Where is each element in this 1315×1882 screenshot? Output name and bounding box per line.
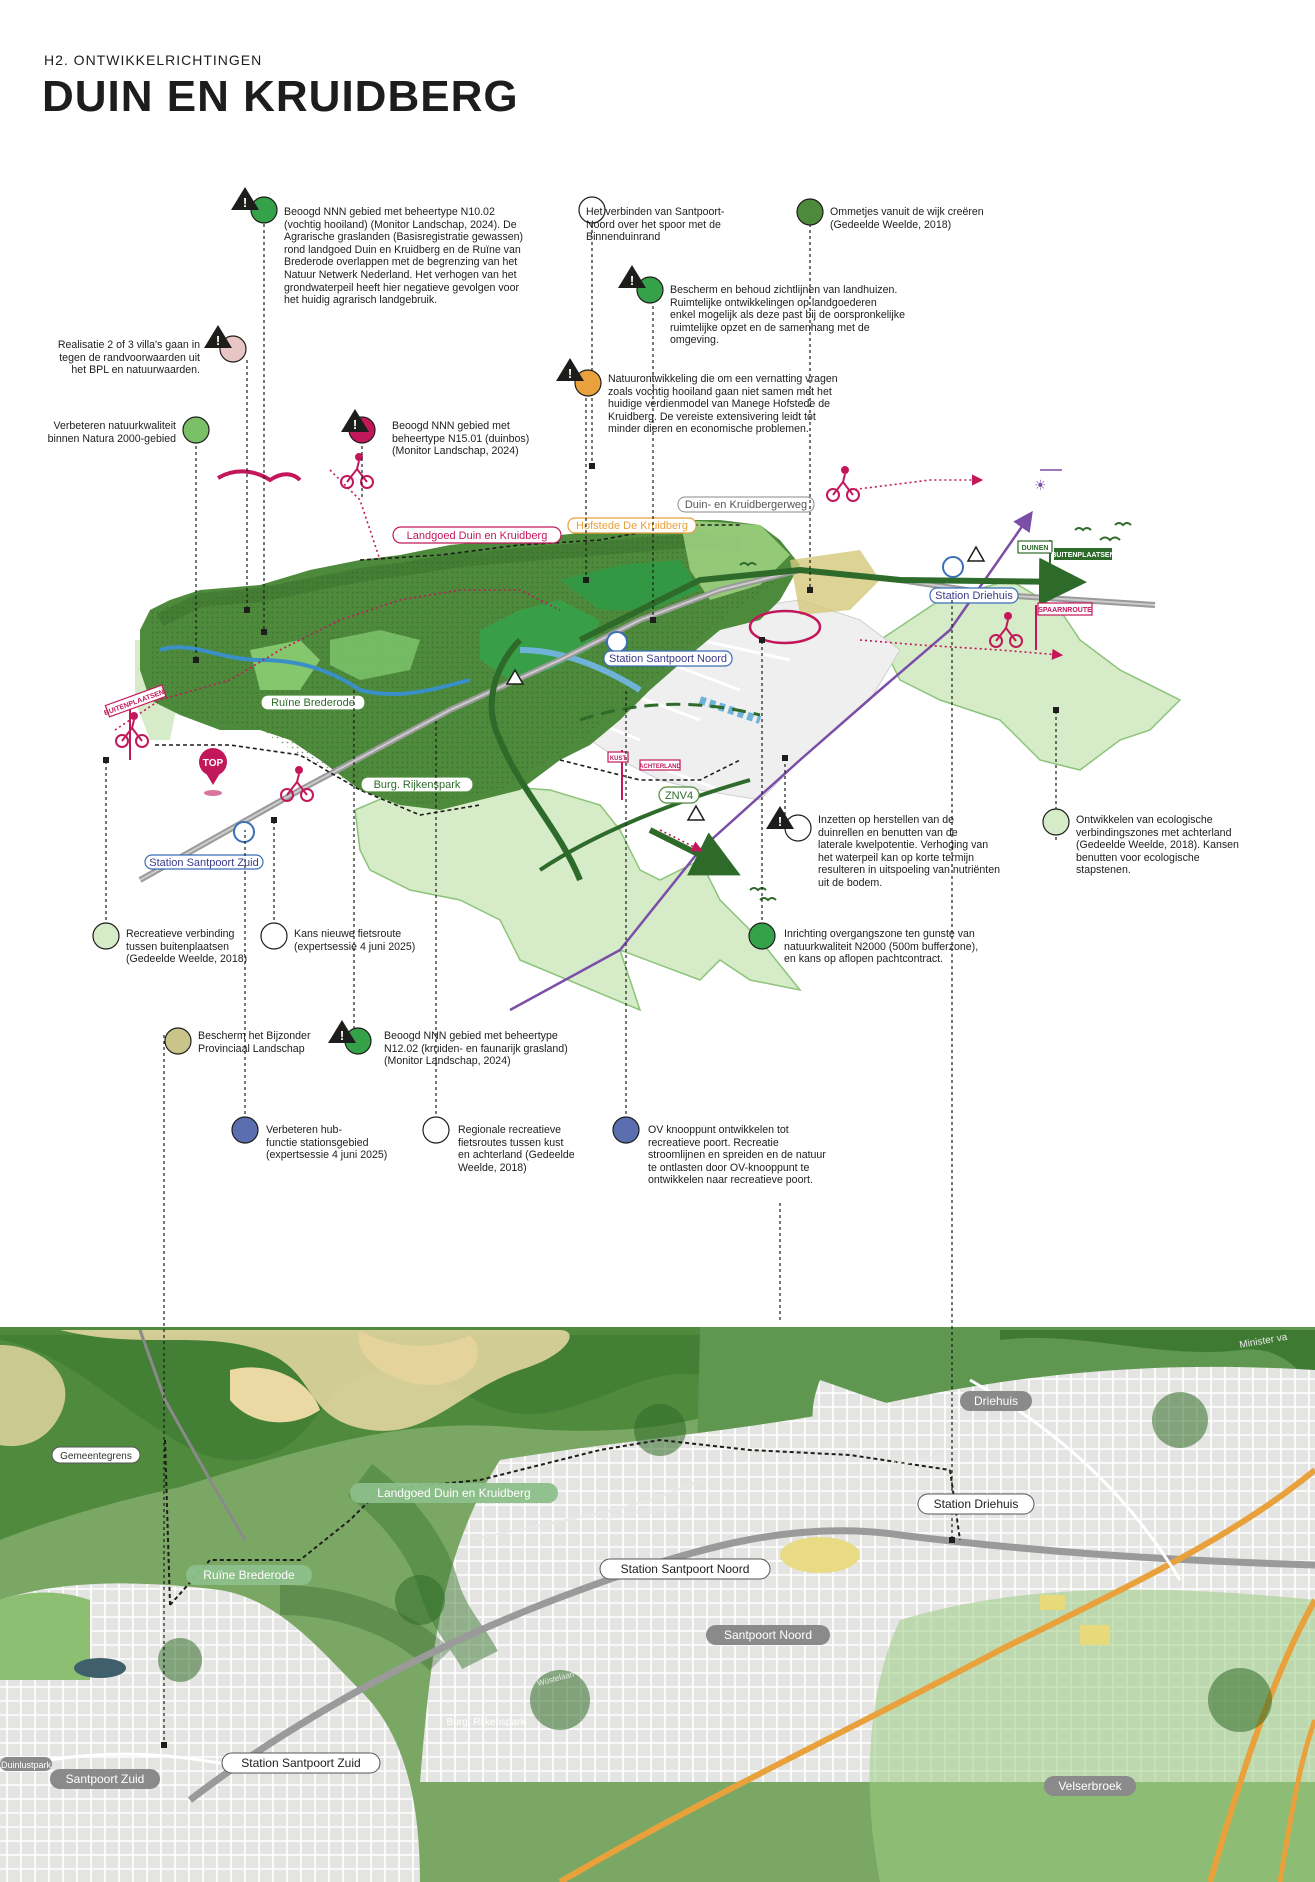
label-duin-road: Duin- en Kruidbergerweg [685,499,807,511]
dune-wave-icon [216,469,302,483]
label-station-sz: Station Santpoort Zuid [149,857,258,869]
warning-triangle-icon [328,1020,356,1043]
buffer-icon [748,922,776,950]
viewline-icon [636,276,664,304]
map-label-station-sz: Station Santpoort Zuid [241,1756,360,1770]
warning-triangle-icon [618,265,646,288]
leader-dots [103,463,1059,1748]
note-regionale: Regionale recreatieve fietsroutes tussen… [458,1124,575,1174]
note-fietsroute: Kans nieuwe fietsroute (expertsessie 4 j… [294,928,416,953]
section-label: H2. ONTWIKKELRICHTINGEN [44,52,263,68]
warning-triangle-icon [966,545,986,562]
label-landgoed: Landgoed Duin en Kruidberg [407,530,548,542]
warning-triangle-icon [766,806,794,829]
map-label-ruine: Ruïne Brederode [203,1568,295,1582]
note-overgangszone: Inrichting overgangszone ten gunste van … [784,928,979,966]
natura-icon [182,416,210,444]
note-bijzonder: Bescherm het Bijzonder Provinciaal Lands… [198,1030,311,1055]
note-ov: OV knooppunt ontwikkelen tot recreatieve… [648,1124,826,1187]
warning-triangle-icon [556,358,584,381]
leader-lines [105,224,1057,1745]
map-label-duinlustpark: Duinlustpark [1,1760,52,1770]
svg-text:!: ! [568,366,572,381]
station-icon [942,556,964,578]
map-label-velserbroek: Velserbroek [1058,1779,1122,1793]
note-icons: !!!!!!! [92,187,1070,1144]
note-hub: Verbeteren hub- functie stationsgebied (… [266,1124,388,1162]
station-icon [233,821,255,843]
walk-icon [796,198,824,226]
map-label-station-driehuis: Station Driehuis [934,1497,1019,1511]
label-station-driehuis: Station Driehuis [935,590,1013,602]
horse-icon [574,369,602,397]
map-label-driehuis: Driehuis [974,1394,1018,1408]
map-label-landgoed: Landgoed Duin en Kruidberg [377,1486,530,1500]
note-zichtlijnen: Bescherm en behoud zichtlijnen van landh… [670,284,905,347]
axonometric-diagram: TOP BUITENPLAATSEN [103,453,1182,1012]
note-recreatieve: Recreatieve verbinding tussen buitenplaa… [126,928,248,966]
aerial-map [0,1327,1315,1882]
map-label-santpoort-zuid: Santpoort Zuid [66,1772,145,1786]
cyclist-icon [115,712,149,748]
svg-text:!: ! [340,1028,344,1043]
note-verbinden: Het verbinden van Santpoort- Noord over … [586,206,725,244]
note-kwel: Inzetten op herstellen van de duinrellen… [818,814,1000,889]
bpl-icon [164,1027,192,1055]
note-nnn-n1002: Beoogd NNN gebied met beheertype N10.02 … [284,206,524,307]
svg-text:!: ! [243,195,247,210]
note-nnn-n1202: Beoogd NNN gebied met beheertype N12.02 … [384,1030,568,1068]
warning-triangle-icon [686,804,706,821]
svg-text:!: ! [630,273,634,288]
top-label: TOP [203,758,224,769]
sign-label: BUITENPLAATSEN [1051,552,1114,559]
regional-route-icon [422,1116,450,1144]
sign-label: DUINEN [1022,545,1049,552]
svg-text:!: ! [778,814,782,829]
ov-icon [612,1116,640,1144]
eco-icon [1042,808,1070,836]
recreation-icon [92,922,120,950]
hub-icon [231,1116,259,1144]
sign-label: SPAARNROUTE [1038,607,1092,614]
note-natuurontwikkeling: Natuurontwikkeling die om een vernatting… [608,373,838,436]
map-label-station-sn: Station Santpoort Noord [621,1562,750,1576]
sign-label: ACHTERLAND [639,764,681,770]
warning-triangle-icon [204,325,232,348]
sign-label: KUST [610,756,627,762]
signpost-kust: KUST ACHTERLAND [607,750,681,800]
cyclist-icon [340,453,374,489]
cyclist-icon [989,612,1023,648]
note-ommetjes: Ommetjes vanuit de wijk creëren (Gedeeld… [830,206,984,231]
note-ecologisch: Ontwikkelen van ecologische verbindingsz… [1076,814,1239,877]
walk-bridge-icon [578,196,606,224]
label-burg: Burg. Rijkenspark [374,779,461,791]
station-icon [606,631,628,653]
label-ruine: Ruïne Brederode [271,697,355,709]
map-label-gemeentegrens: Gemeentegrens [60,1451,132,1462]
note-nnn-n1501: Beoogd NNN gebied met beheertype N15.01 … [392,420,530,458]
cyclist-icon [280,766,314,802]
signpost-duinen: DUINEN BUITENPLAATSEN [1017,540,1115,590]
note-villas: Realisatie 2 of 3 villa's gaan in tegen … [57,339,200,377]
note-natura: Verbeteren natuurkwaliteit binnen Natura… [47,420,176,445]
top-marker: TOP [199,748,227,796]
label-hofstede: Hofstede De Kruidberg [576,520,688,532]
warning-triangle-icon [231,187,259,210]
bike-route-icon [260,922,288,950]
page-title: DUIN EN KRUIDBERG [42,72,519,121]
warning-triangle-icon [341,409,369,432]
cyclist-icon [826,466,860,502]
map-label-santpoort-noord: Santpoort Noord [724,1628,812,1642]
warning-triangle-icon [505,668,525,685]
svg-text:!: ! [216,333,220,348]
svg-text:!: ! [353,417,357,432]
label-znv4: ZNV4 [665,790,693,802]
label-station-sn: Station Santpoort Noord [609,653,727,665]
beach-icon: ☀ [1034,477,1047,493]
map-label-burg: Burg. Rijkenspark [447,1717,527,1728]
signpost-spaarnroute: SPAARNROUTE [1035,602,1093,650]
